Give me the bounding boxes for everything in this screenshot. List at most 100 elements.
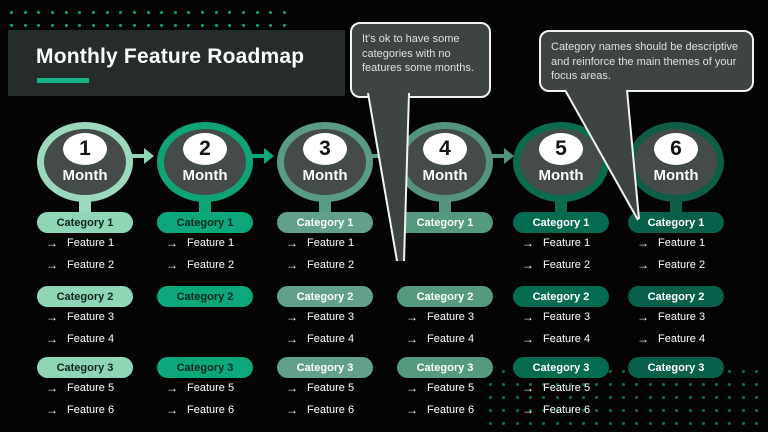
dot-pattern-top-left: [50, 11, 54, 14]
dot-pattern-bottom-right: [528, 422, 532, 425]
dot-pattern-top-left: [228, 24, 232, 27]
feature-item: →Feature 4: [522, 333, 620, 345]
feature-item: →Feature 2: [286, 259, 384, 271]
month-label: Month: [62, 167, 108, 184]
month-label: Month: [182, 167, 228, 184]
dot-pattern-bottom-right: [688, 422, 692, 425]
dot-pattern-top-left: [269, 24, 273, 27]
dot-pattern-bottom-right: [582, 396, 586, 399]
dot-pattern-top-left: [105, 11, 109, 14]
feature-arrow-icon: →: [46, 403, 58, 417]
dot-pattern-bottom-right: [675, 409, 679, 412]
feature-arrow-icon: →: [46, 258, 58, 272]
category-pill: Category 3: [628, 357, 724, 378]
feature-item: →Feature 2: [637, 259, 735, 271]
feature-arrow-icon: →: [166, 236, 178, 250]
feature-label: Feature 6: [543, 404, 591, 416]
dot-pattern-top-left: [228, 11, 232, 14]
category-block: Category 1→Feature 1→Feature 2: [502, 212, 620, 284]
feature-item: →Feature 3: [406, 311, 504, 323]
feature-label: Feature 2: [67, 259, 115, 271]
title-accent-underline: [37, 78, 89, 83]
category-block: Category 1→Feature 1→Feature 2: [266, 212, 384, 284]
feature-label: Feature 2: [658, 259, 706, 271]
dot-pattern-bottom-right: [675, 396, 679, 399]
dot-pattern-top-left: [78, 24, 82, 27]
dot-pattern-top-left: [146, 24, 150, 27]
dot-pattern-bottom-right: [595, 396, 599, 399]
dot-pattern-bottom-right: [635, 383, 639, 386]
feature-label: Feature 5: [187, 382, 235, 394]
category-pill: Category 3: [37, 357, 133, 378]
dot-pattern-top-left: [64, 11, 68, 14]
callout-no-features: It's ok to have some categories with no …: [350, 22, 491, 98]
dot-pattern-bottom-right: [715, 422, 719, 425]
month-number: 2: [183, 133, 227, 165]
dot-pattern-bottom-right: [755, 409, 758, 412]
feature-label: Feature 4: [543, 333, 591, 345]
feature-arrow-icon: →: [406, 332, 418, 346]
feature-arrow-icon: →: [286, 236, 298, 250]
dot-pattern-bottom-right: [622, 383, 625, 386]
callout-no-features-text: It's ok to have some categories with no …: [362, 33, 474, 75]
feature-label: Feature 3: [427, 311, 475, 323]
feature-item: →Feature 5: [286, 382, 384, 394]
category-pill: Category 3: [397, 357, 493, 378]
feature-item: →Feature 2: [522, 259, 620, 271]
category-pill: Category 1: [157, 212, 253, 233]
dot-pattern-top-left: [37, 11, 41, 14]
feature-item: → Feature 6: [522, 404, 620, 416]
dot-pattern-bottom-right: [608, 383, 612, 386]
dot-pattern-top-left: [64, 24, 68, 27]
feature-item: →Feature 6: [406, 404, 504, 416]
feature-item: →Feature 6: [46, 404, 144, 416]
dot-pattern-bottom-right: [648, 422, 652, 425]
dot-pattern-bottom-right: [528, 409, 532, 412]
dot-pattern-bottom-right: [715, 409, 719, 412]
feature-label: Feature 4: [658, 333, 706, 345]
dot-pattern-top-left: [105, 24, 109, 27]
feature-label: Feature 1: [658, 237, 706, 249]
dot-pattern-bottom-right: [608, 409, 612, 412]
dot-pattern-top-left: [132, 24, 136, 27]
title-box: Monthly Feature Roadmap: [8, 30, 345, 96]
flow-arrow-shaft: [251, 154, 265, 158]
feature-label: Feature 5: [543, 382, 591, 394]
dot-pattern-bottom-right: [489, 383, 492, 386]
dot-pattern-bottom-right: [635, 396, 639, 399]
feature-label: Feature 6: [307, 404, 355, 416]
dot-pattern-bottom-right: [489, 396, 492, 399]
dot-pattern-bottom-right: [635, 409, 639, 412]
feature-arrow-icon: →: [46, 310, 58, 324]
category-pill: Category 1: [513, 212, 609, 233]
dot-pattern-top-left: [242, 11, 246, 14]
dot-pattern-top-left: [132, 11, 136, 14]
dot-pattern-bottom-right: [701, 422, 705, 425]
feature-label: Feature 1: [543, 237, 591, 249]
dot-pattern-top-left: [173, 11, 177, 14]
feature-label: Feature 4: [67, 333, 115, 345]
feature-arrow-icon: →: [637, 236, 649, 250]
dot-pattern-bottom-right: [675, 422, 679, 425]
feature-arrow-icon: →: [522, 403, 534, 417]
dot-pattern-top-left: [146, 11, 150, 14]
dot-pattern-bottom-right: [622, 396, 625, 399]
category-block: Category 1→Feature 1→Feature 2: [26, 212, 144, 284]
feature-item: →Feature 4: [46, 333, 144, 345]
feature-item: →Feature 2: [166, 259, 264, 271]
dot-pattern-bottom-right: [755, 383, 758, 386]
dot-pattern-top-left: [214, 24, 218, 27]
feature-label: Feature 4: [427, 333, 475, 345]
category-block: Category 3→Feature 5→Feature 6: [386, 357, 504, 429]
dot-pattern-bottom-right: [568, 396, 572, 399]
dot-pattern-top-left: [173, 24, 177, 27]
dot-pattern-bottom-right: [741, 409, 745, 412]
category-block: Category 2: [146, 286, 264, 358]
feature-arrow-icon: →: [166, 381, 178, 395]
feature-label: Feature 5: [427, 382, 475, 394]
